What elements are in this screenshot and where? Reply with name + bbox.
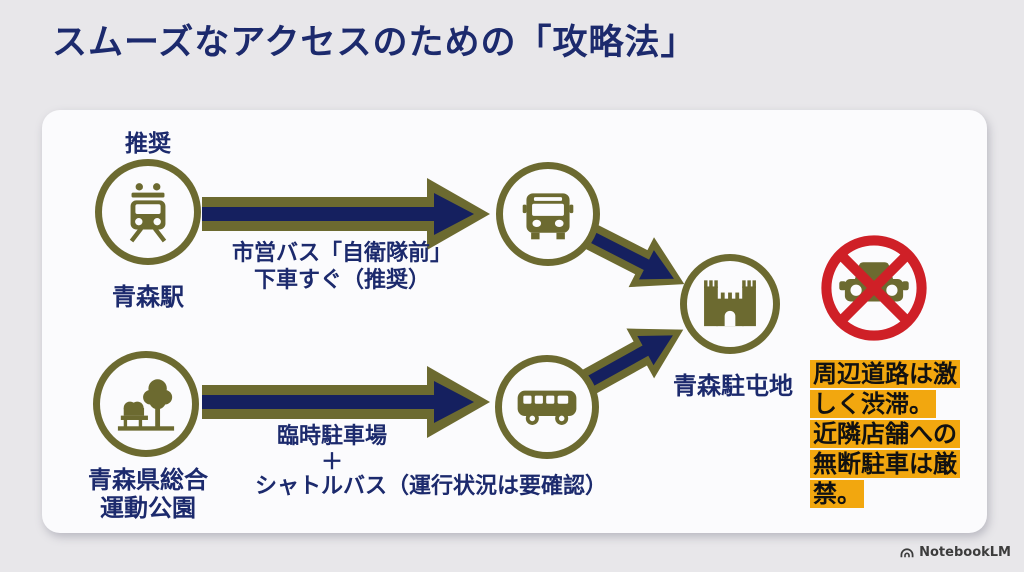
garrison-label: 青森駐屯地 xyxy=(673,372,793,400)
diagram-card: 推奨 青森駅 市営バス「自衛隊前」 下車すぐ（推 xyxy=(42,110,987,533)
route-bottom-note-upper: 臨時駐車場 ＋ xyxy=(222,424,442,476)
arrow-station-to-bus xyxy=(202,176,492,252)
warning-line: 無断駐車は厳 xyxy=(810,450,960,478)
train-station-node xyxy=(95,159,201,265)
warning-text-block: 周辺道路は激 しく渋滞。 近隣店舗への 無断駐車は厳 禁。 xyxy=(810,360,1020,510)
route-top-note: 市営バス「自衛隊前」 下車すぐ（推奨） xyxy=(192,240,492,294)
train-station-label: 青森駅 xyxy=(112,283,184,311)
garrison-node xyxy=(680,254,780,354)
park-bench-tree-icon xyxy=(117,379,175,431)
warning-line: 周辺道路は激 xyxy=(810,360,960,388)
route-bottom-note-line3: シャトルバス（運行状況は要確認） xyxy=(254,474,607,499)
route-top-note-line1: 市営バス「自衛隊前」 xyxy=(231,241,452,266)
brand-footer: NotebookLM xyxy=(899,545,1011,560)
park-node xyxy=(93,351,199,457)
park-label: 青森県総合 運動公園 xyxy=(68,466,228,522)
route-bottom-note-plus: ＋ xyxy=(320,450,343,475)
city-bus-node xyxy=(496,162,600,266)
arrow-shuttle-to-garrison xyxy=(572,302,700,411)
brand-name: NotebookLM xyxy=(919,545,1011,560)
park-label-line1: 青森県総合 xyxy=(88,466,208,494)
shuttle-bus-side-icon xyxy=(517,390,577,425)
page-title: スムーズなアクセスのための「攻略法」 xyxy=(52,23,697,63)
recommended-badge: 推奨 xyxy=(125,131,171,157)
no-car-prohibition-icon xyxy=(818,232,930,348)
route-top-note-line2: 下車すぐ（推奨） xyxy=(253,268,430,293)
warning-line: 禁。 xyxy=(810,480,864,508)
shuttle-bus-node xyxy=(495,355,599,459)
castle-icon xyxy=(704,280,756,327)
notebooklm-logo-icon xyxy=(900,548,914,558)
arrow-park-to-shuttle xyxy=(202,364,492,440)
warning-line: 近隣店舗への xyxy=(810,420,960,448)
park-label-line2: 運動公園 xyxy=(100,494,196,522)
route-bottom-note-line1: 臨時駐車場 xyxy=(276,424,387,449)
train-icon xyxy=(129,183,167,243)
warning-line: しく渋滞。 xyxy=(810,390,936,418)
bus-front-icon xyxy=(522,193,574,240)
arrow-bus-to-garrison xyxy=(574,207,700,312)
